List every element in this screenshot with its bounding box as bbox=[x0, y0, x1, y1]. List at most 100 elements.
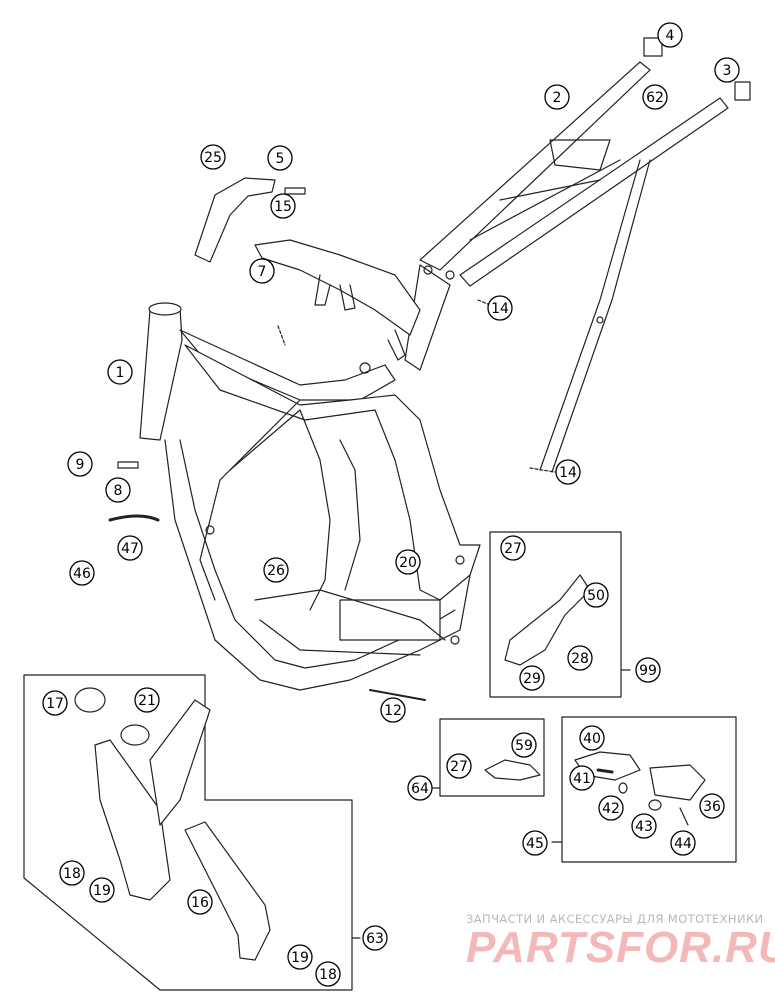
callout-17: 17 bbox=[42, 690, 68, 716]
callout-44: 44 bbox=[670, 830, 696, 856]
callout-42: 42 bbox=[598, 795, 624, 821]
callout-circle bbox=[270, 193, 296, 219]
callout-2: 2 bbox=[544, 84, 570, 110]
callout-circle bbox=[117, 535, 143, 561]
callout-number: 63 bbox=[366, 931, 384, 947]
callout-circle bbox=[511, 732, 537, 758]
group-box-99 bbox=[489, 531, 622, 698]
group-box-64 bbox=[439, 718, 545, 797]
callout-43: 43 bbox=[631, 813, 657, 839]
callout-19: 19 bbox=[287, 944, 313, 970]
callout-28: 28 bbox=[567, 645, 593, 671]
callout-26: 26 bbox=[263, 557, 289, 583]
callout-number: 36 bbox=[703, 799, 721, 815]
callout-circle bbox=[699, 793, 725, 819]
callout-20: 20 bbox=[395, 549, 421, 575]
callout-circle bbox=[105, 477, 131, 503]
callout-16: 16 bbox=[187, 889, 213, 915]
callout-21: 21 bbox=[134, 687, 160, 713]
callout-number: 64 bbox=[411, 781, 429, 797]
callout-circle bbox=[67, 451, 93, 477]
callout-circle bbox=[567, 645, 593, 671]
callout-circle bbox=[657, 22, 683, 48]
callout-circle bbox=[635, 657, 661, 683]
callout-number: 21 bbox=[138, 693, 156, 709]
callout-40: 40 bbox=[579, 725, 605, 751]
group-box-63 bbox=[23, 674, 353, 991]
callout-number: 18 bbox=[319, 967, 337, 983]
callout-number: 2 bbox=[553, 90, 562, 106]
callout-circle bbox=[583, 582, 609, 608]
callout-circle bbox=[263, 557, 289, 583]
callout-14: 14 bbox=[555, 459, 581, 485]
callout-circle bbox=[569, 765, 595, 791]
callout-circle bbox=[500, 535, 526, 561]
callout-45: 45 bbox=[522, 830, 548, 856]
callout-number: 7 bbox=[258, 264, 267, 280]
callout-number: 25 bbox=[204, 150, 222, 166]
callout-circle bbox=[42, 690, 68, 716]
callout-number: 20 bbox=[399, 555, 417, 571]
callout-number: 99 bbox=[639, 663, 657, 679]
main-frame bbox=[139, 302, 481, 691]
callout-8: 8 bbox=[105, 477, 131, 503]
callout-number: 29 bbox=[523, 671, 541, 687]
callout-19: 19 bbox=[89, 877, 115, 903]
callout-number: 14 bbox=[559, 465, 577, 481]
callout-47: 47 bbox=[117, 535, 143, 561]
callout-number: 3 bbox=[723, 63, 732, 79]
callout-46: 46 bbox=[69, 560, 95, 586]
group-box-45 bbox=[561, 716, 737, 863]
callout-circle bbox=[287, 944, 313, 970]
callout-5: 5 bbox=[267, 145, 293, 171]
callout-18: 18 bbox=[315, 961, 341, 987]
pad-59 bbox=[484, 759, 541, 781]
callout-number: 27 bbox=[504, 541, 522, 557]
callout-9: 9 bbox=[67, 451, 93, 477]
callout-50: 50 bbox=[583, 582, 609, 608]
callout-circle bbox=[395, 549, 421, 575]
callout-14: 14 bbox=[487, 295, 513, 321]
rear-subframe bbox=[404, 61, 729, 473]
callout-number: 28 bbox=[571, 651, 589, 667]
callout-29: 29 bbox=[519, 665, 545, 691]
callout-number: 43 bbox=[635, 819, 653, 835]
callout-circle bbox=[315, 961, 341, 987]
frame-protector bbox=[94, 739, 171, 901]
callout-circle bbox=[579, 725, 605, 751]
callout-number: 47 bbox=[121, 541, 139, 557]
callout-circle bbox=[249, 258, 275, 284]
callout-number: 14 bbox=[491, 301, 509, 317]
callout-circle bbox=[89, 877, 115, 903]
bracket-7 bbox=[254, 239, 421, 361]
callout-circle bbox=[642, 84, 668, 110]
callout-number: 44 bbox=[674, 836, 692, 852]
callout-circle bbox=[522, 830, 548, 856]
callout-63: 63 bbox=[362, 925, 388, 951]
callout-36: 36 bbox=[699, 793, 725, 819]
callout-number: 1 bbox=[116, 365, 125, 381]
guard-16 bbox=[184, 821, 271, 961]
callout-circle bbox=[519, 665, 545, 691]
bracket-5 bbox=[194, 177, 276, 263]
callout-number: 42 bbox=[602, 801, 620, 817]
callout-27: 27 bbox=[500, 535, 526, 561]
callout-59: 59 bbox=[511, 732, 537, 758]
callout-number: 16 bbox=[191, 895, 209, 911]
callout-1: 1 bbox=[107, 359, 133, 385]
callout-circle bbox=[598, 795, 624, 821]
callout-number: 62 bbox=[646, 90, 664, 106]
callout-7: 7 bbox=[249, 258, 275, 284]
callout-99: 99 bbox=[635, 657, 661, 683]
callout-number: 59 bbox=[515, 738, 533, 754]
callout-number: 12 bbox=[384, 703, 402, 719]
guard-99 bbox=[504, 574, 591, 666]
callout-circle bbox=[362, 925, 388, 951]
callout-4: 4 bbox=[657, 22, 683, 48]
callout-62: 62 bbox=[642, 84, 668, 110]
callout-25: 25 bbox=[200, 144, 226, 170]
callout-number: 46 bbox=[73, 566, 91, 582]
callout-circle bbox=[631, 813, 657, 839]
callout-circle bbox=[487, 295, 513, 321]
